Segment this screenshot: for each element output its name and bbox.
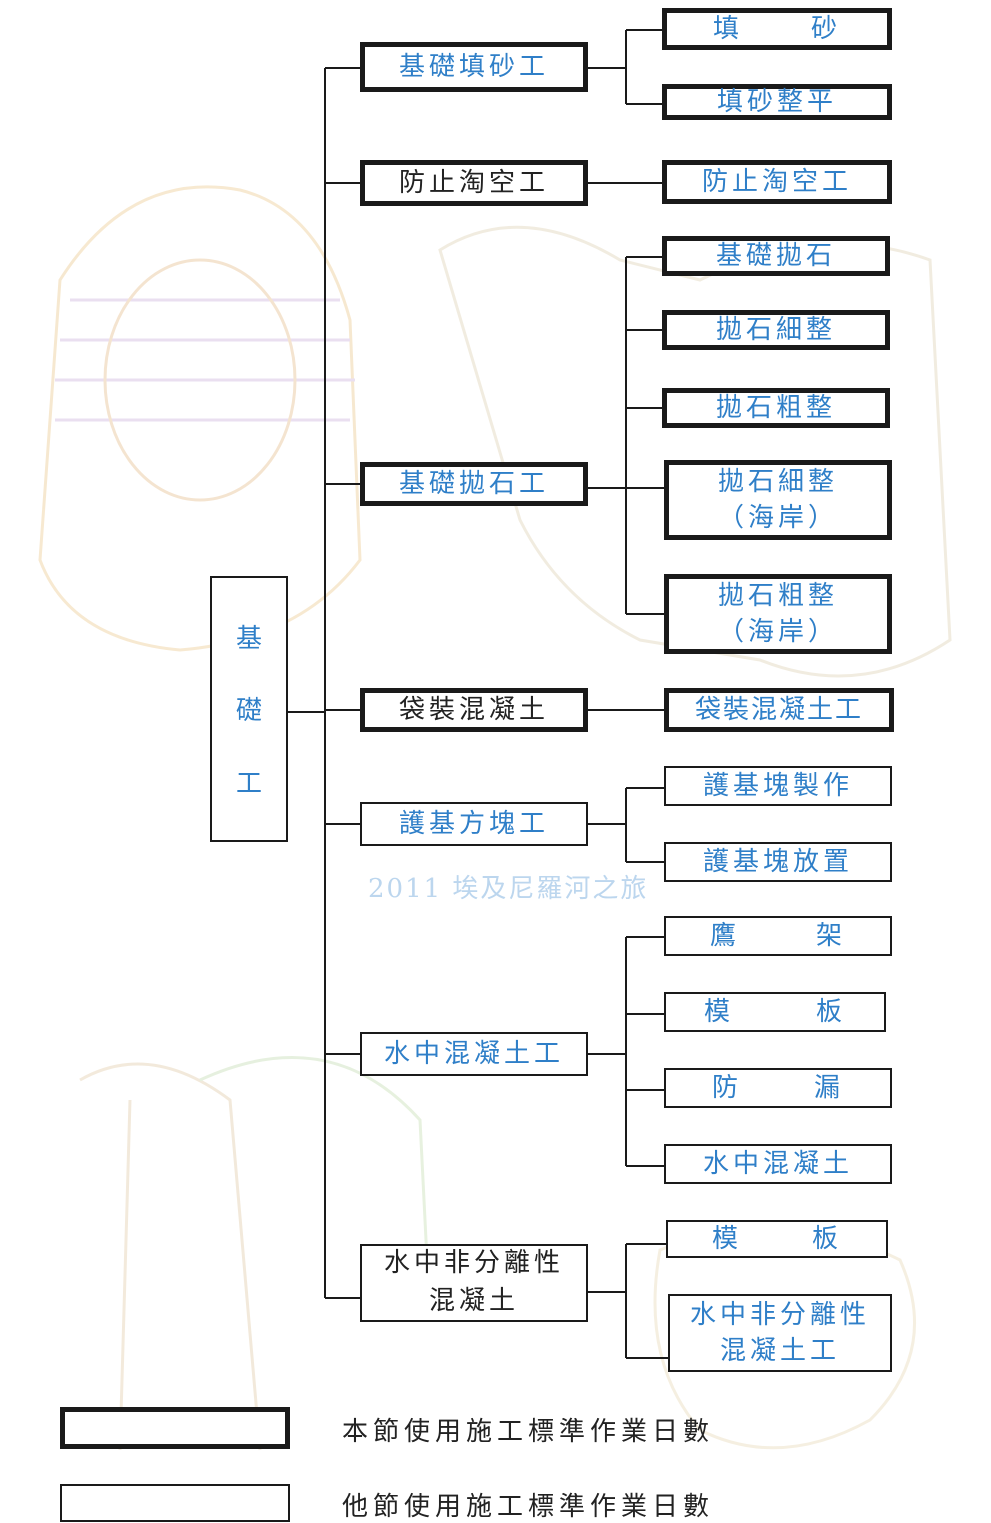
category-riprap: 基礎拋石工 — [360, 462, 588, 506]
category-nonsegregating-concrete: 水中非分離性 混凝土 — [360, 1244, 588, 1322]
item-falsework: 鷹 架 — [664, 916, 892, 956]
category-underwater-concrete: 水中混凝土工 — [360, 1032, 588, 1076]
item-riprap: 基礎拋石 — [662, 236, 890, 276]
item-sand-fill: 填 砂 — [662, 8, 892, 50]
item-formwork-2: 模 板 — [666, 1220, 888, 1258]
legend-other-section-label: 他節使用施工標準作業日數 — [342, 1486, 714, 1523]
item-leakproof: 防 漏 — [664, 1068, 892, 1108]
item-formwork: 模 板 — [664, 992, 886, 1032]
root-char: 工 — [236, 763, 262, 800]
item-block-make: 護基塊製作 — [664, 766, 892, 806]
watermark-text: 2011 埃及尼羅河之旅 — [368, 868, 648, 905]
item-block-place: 護基塊放置 — [664, 842, 892, 882]
item-riprap-fine-coast: 拋石細整 （海岸） — [664, 460, 892, 540]
category-bagged-concrete: 袋裝混凝土 — [360, 688, 588, 732]
category-sand-fill: 基礎填砂工 — [360, 42, 588, 92]
legend-this-section-label: 本節使用施工標準作業日數 — [342, 1411, 714, 1448]
legend-thin-box — [60, 1484, 290, 1522]
item-bagged-concrete: 袋裝混凝土工 — [664, 688, 894, 732]
item-riprap-rough: 拋石粗整 — [662, 388, 890, 428]
category-protection-block: 護基方塊工 — [360, 802, 588, 846]
item-sand-level: 填砂整平 — [662, 84, 892, 120]
root-char: 礎 — [236, 690, 262, 727]
item-underwater-concrete: 水中混凝土 — [664, 1144, 892, 1184]
item-riprap-rough-coast: 拋石粗整 （海岸） — [664, 574, 892, 654]
item-riprap-fine: 拋石細整 — [662, 310, 890, 350]
root-node: 基 礎 工 — [210, 576, 288, 842]
item-anti-scour: 防止淘空工 — [662, 160, 892, 204]
root-char: 基 — [236, 618, 262, 655]
legend-thick-box — [60, 1407, 290, 1449]
category-anti-scour: 防止淘空工 — [360, 160, 588, 206]
item-nonsegregating-concrete: 水中非分離性 混凝土工 — [668, 1294, 892, 1372]
